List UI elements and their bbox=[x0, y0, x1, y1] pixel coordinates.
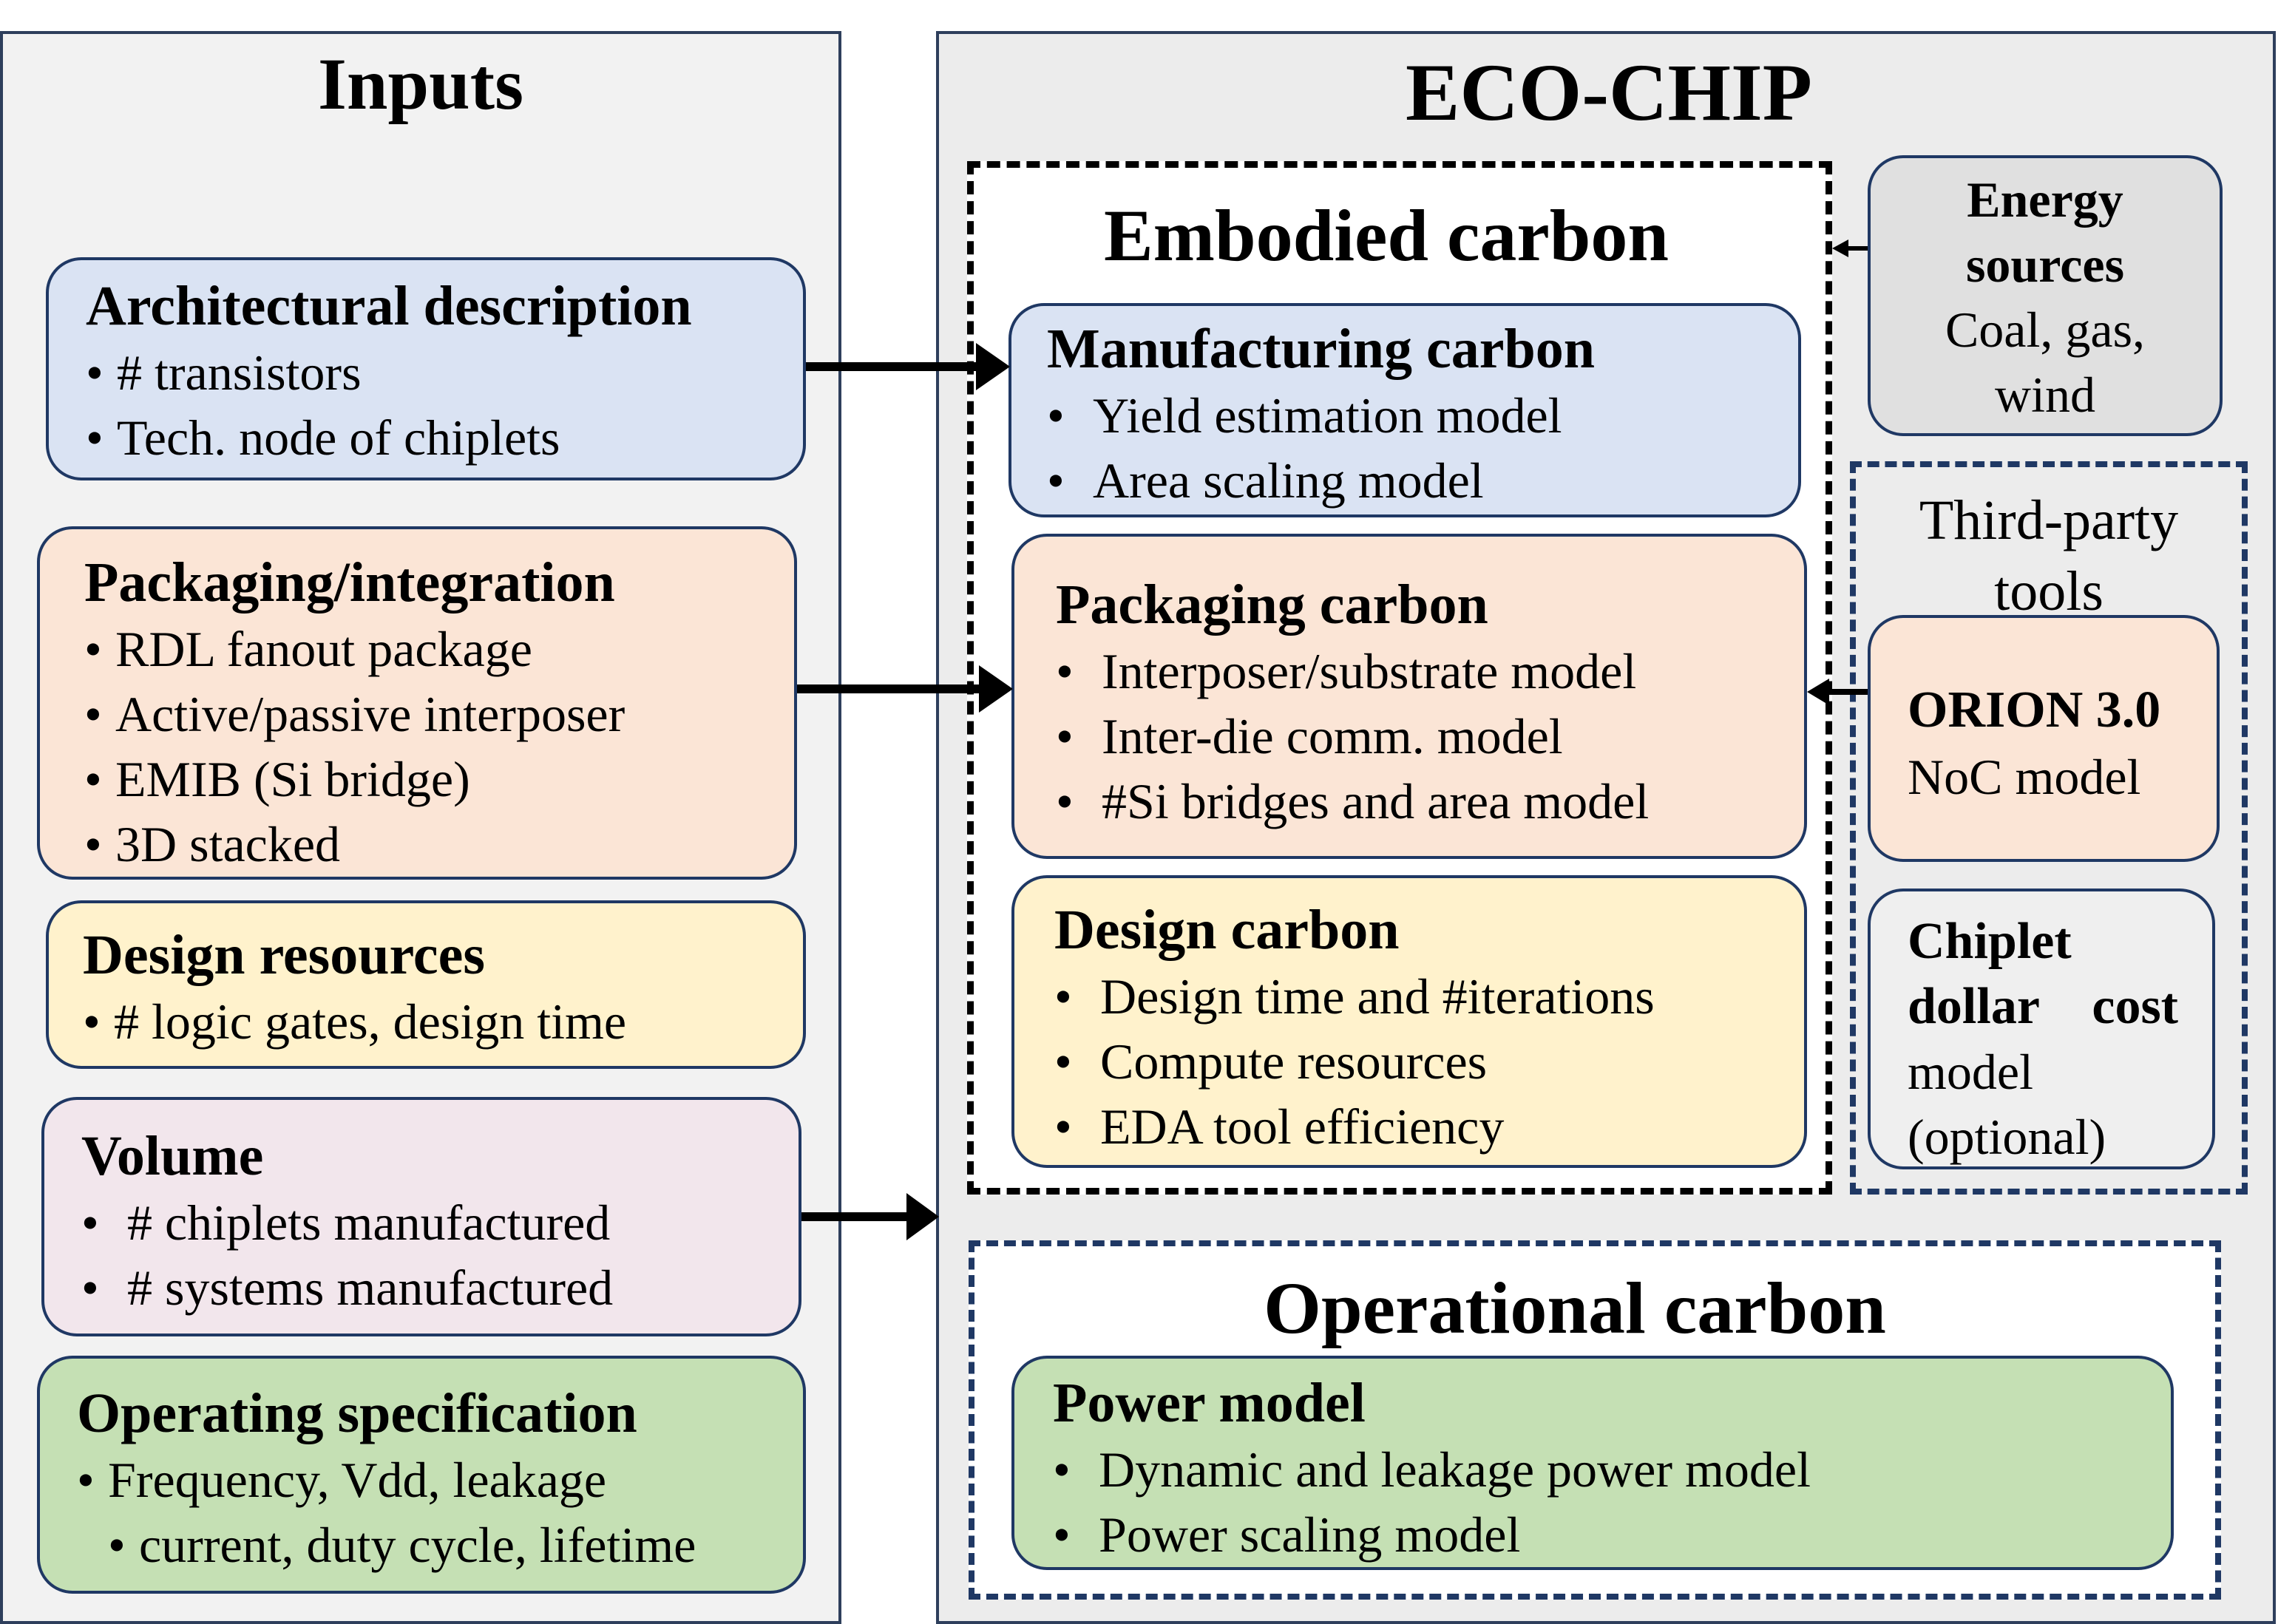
list-item: EMIB (Si bridge) bbox=[84, 747, 794, 812]
list-item: # transistors bbox=[86, 340, 803, 405]
design-resources-title: Design resources bbox=[83, 924, 485, 986]
arrow-architectural-to-manufacturing bbox=[806, 343, 1010, 390]
list-item: 3D stacked bbox=[84, 812, 794, 877]
list-item: Area scaling model bbox=[1047, 448, 1798, 513]
list-item: Tech. node of chiplets bbox=[86, 405, 803, 470]
third-party-tools-region: Third-party tools bbox=[1850, 461, 2248, 1195]
design-carbon-box: Design carbon Design time and #iteration… bbox=[1011, 875, 1807, 1168]
list-item-continuation: current, duty cycle, lifetime bbox=[77, 1512, 803, 1577]
chiplet-cost-title-line1: Chiplet bbox=[1908, 913, 2072, 970]
list-item: RDL fanout package bbox=[84, 616, 794, 682]
energy-sources-box: Energy sources Coal, gas, wind bbox=[1868, 155, 2223, 436]
list-item: Active/passive interposer bbox=[84, 682, 794, 747]
chiplet-cost-title-word-cost: cost bbox=[2092, 978, 2178, 1035]
chiplet-cost-text-line1: model bbox=[1908, 1044, 2033, 1100]
list-item: # logic gates, design time bbox=[83, 989, 803, 1054]
arrow-packaging-to-packaging-carbon bbox=[797, 665, 1013, 713]
packaging-carbon-title: Packaging carbon bbox=[1056, 574, 1488, 636]
design-carbon-title: Design carbon bbox=[1054, 899, 1400, 961]
orion-text: NoC model bbox=[1908, 749, 2141, 805]
architectural-description-title: Architectural description bbox=[86, 275, 692, 337]
chiplet-cost-text-line2: (optional) bbox=[1908, 1109, 2106, 1165]
chiplet-cost-title-line2: dollar cost bbox=[1908, 974, 2178, 1039]
arrow-orion-to-packaging-carbon bbox=[1807, 679, 1868, 705]
list-item: EDA tool efficiency bbox=[1054, 1094, 1804, 1159]
energy-sources-title-line2: sources bbox=[1965, 237, 2125, 293]
operating-specification-box: Operating specification Frequency, Vdd, … bbox=[37, 1356, 806, 1594]
power-model-box: Power model Dynamic and leakage power mo… bbox=[1011, 1356, 2174, 1570]
list-item: Compute resources bbox=[1054, 1029, 1804, 1094]
inputs-title: Inputs bbox=[318, 43, 523, 125]
list-item-continuation-text: current, duty cycle, lifetime bbox=[139, 1517, 696, 1573]
architectural-description-box: Architectural description # transistors … bbox=[46, 257, 806, 480]
list-item: # systems manufactured bbox=[81, 1255, 799, 1320]
energy-sources-title-line1: Energy bbox=[1967, 171, 2123, 228]
energy-sources-text-line1: Coal, gas, bbox=[1945, 302, 2146, 358]
orion-box: ORION 3.0 NoC model bbox=[1868, 615, 2220, 862]
list-item: Inter-die comm. model bbox=[1056, 704, 1804, 769]
packaging-carbon-box: Packaging carbon Interposer/substrate mo… bbox=[1011, 534, 1807, 859]
list-item: Interposer/substrate model bbox=[1056, 639, 1804, 704]
operating-specification-title: Operating specification bbox=[77, 1382, 637, 1444]
manufacturing-carbon-title: Manufacturing carbon bbox=[1047, 318, 1595, 380]
design-resources-box: Design resources # logic gates, design t… bbox=[46, 900, 806, 1069]
eco-chip-title: ECO-CHIP bbox=[1406, 47, 1812, 137]
third-party-tools-title-line2: tools bbox=[1994, 560, 2104, 622]
arrow-volume-to-eco-chip bbox=[801, 1193, 939, 1240]
list-item: Design time and #iterations bbox=[1054, 964, 1804, 1029]
embodied-carbon-title: Embodied carbon bbox=[1103, 194, 1669, 276]
list-item: Frequency, Vdd, leakage bbox=[77, 1447, 803, 1512]
list-item: # chiplets manufactured bbox=[81, 1190, 799, 1255]
list-item: #Si bridges and area model bbox=[1056, 769, 1804, 834]
packaging-integration-box: Packaging/integration RDL fanout package… bbox=[37, 526, 797, 880]
list-item: Yield estimation model bbox=[1047, 383, 1798, 448]
chiplet-cost-title-word-dollar: dollar bbox=[1908, 978, 2040, 1035]
third-party-tools-title-line1: Third-party bbox=[1919, 489, 2179, 551]
orion-title: ORION 3.0 bbox=[1908, 682, 2161, 738]
packaging-integration-title: Packaging/integration bbox=[84, 551, 615, 614]
power-model-title: Power model bbox=[1053, 1372, 1366, 1434]
energy-sources-text-line2: wind bbox=[1995, 367, 2095, 423]
list-item: Dynamic and leakage power model bbox=[1053, 1437, 2171, 1502]
manufacturing-carbon-box: Manufacturing carbon Yield estimation mo… bbox=[1009, 303, 1801, 517]
operational-carbon-title: Operational carbon bbox=[1264, 1267, 1886, 1349]
list-item: Power scaling model bbox=[1053, 1502, 2171, 1567]
volume-title: Volume bbox=[81, 1125, 264, 1187]
chiplet-dollar-cost-box: Chiplet dollar cost model (optional) bbox=[1868, 889, 2215, 1169]
volume-box: Volume # chiplets manufactured # systems… bbox=[41, 1097, 801, 1336]
arrow-energy-to-embodied bbox=[1832, 239, 1868, 257]
